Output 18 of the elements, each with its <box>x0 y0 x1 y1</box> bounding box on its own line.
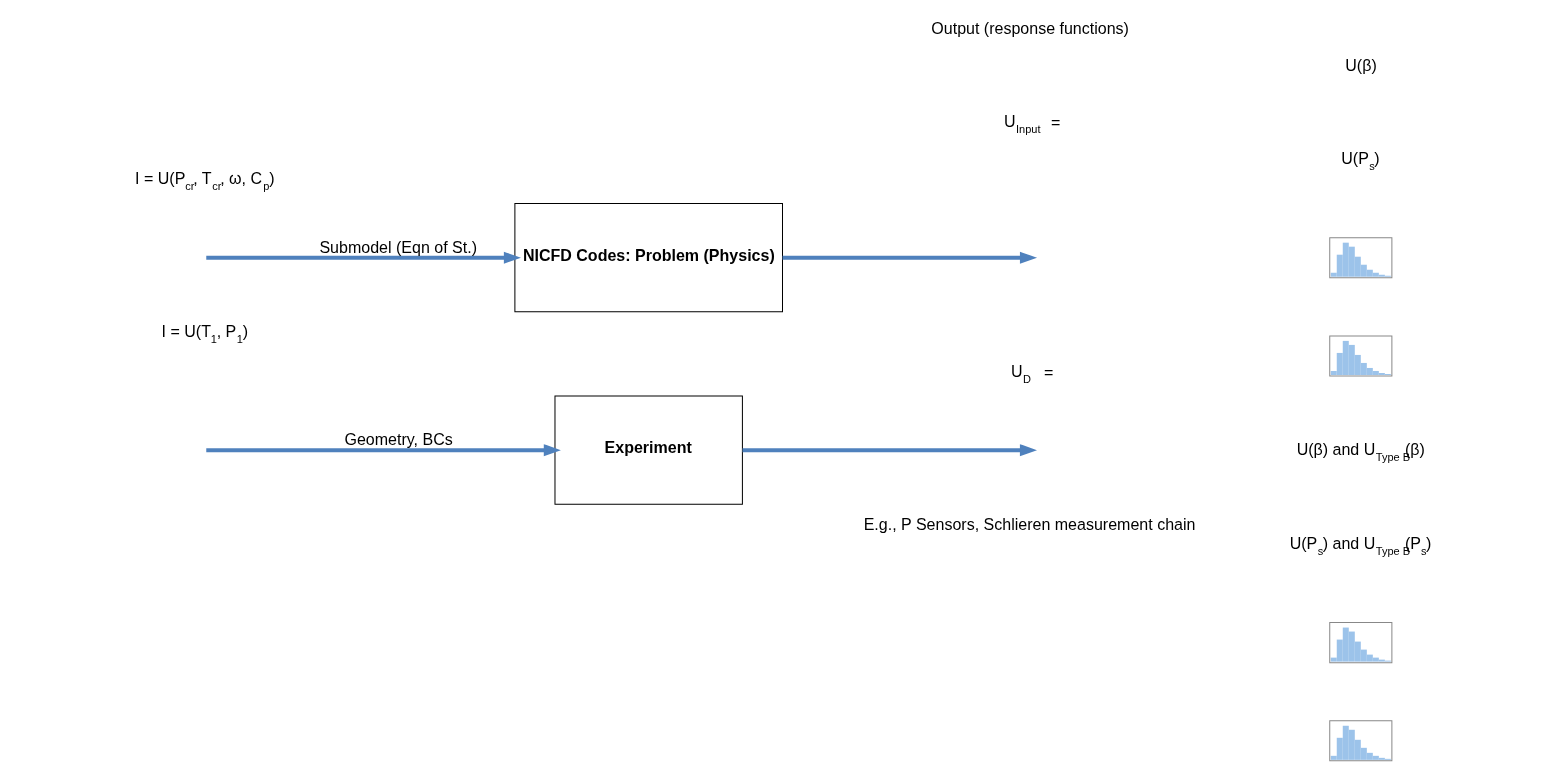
label: I = U(P$_{cr}$, T$_{cr}$, ω, C$_{p}$) <box>135 169 275 193</box>
label: U$_{D}$ = <box>1011 361 1054 385</box>
node-box: NICFD Codes: Problem (Physics) <box>514 203 783 313</box>
arrow <box>206 444 561 457</box>
label: Output (response functions) <box>931 19 1129 37</box>
label: I = U(T$_{1}$, P$_{1}$) <box>161 321 249 345</box>
label: U(P$_{s}$) <box>1341 149 1380 173</box>
edge-label: Geometry, BCs <box>344 429 453 448</box>
arrow <box>742 444 1037 457</box>
label: U(β) and U$_{Type B}$(β) <box>1296 439 1425 463</box>
label: U(P$_{s}$) and U$_{Type B}$(P$_{s}$) <box>1289 534 1432 558</box>
label: U(β) <box>1345 56 1377 75</box>
label: U$_{Input}$ = <box>1004 112 1061 136</box>
edge-label: Submodel (Eqn of St.) <box>319 237 478 256</box>
arrow <box>206 251 521 264</box>
node-box: Experiment <box>554 395 743 505</box>
label: E.g., P Sensors, Schlieren measurement chain <box>863 515 1196 534</box>
arrow <box>782 251 1038 264</box>
